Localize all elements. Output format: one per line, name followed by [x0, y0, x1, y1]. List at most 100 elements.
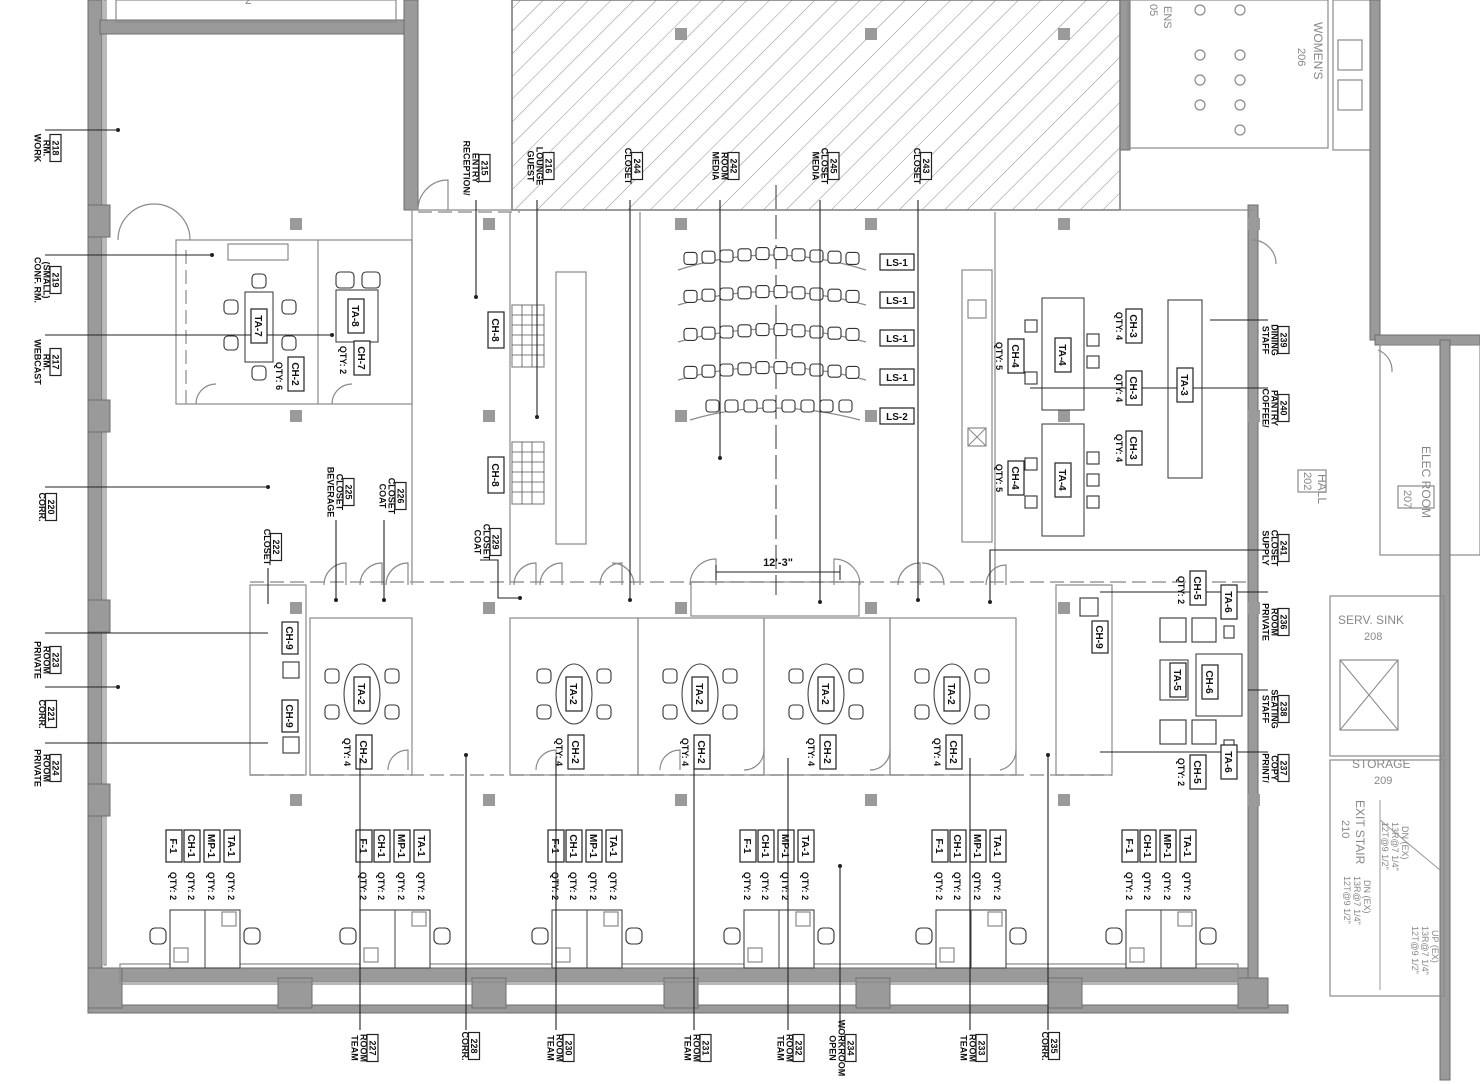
svg-text:CH-5: CH-5 [1191, 760, 1202, 784]
svg-text:CLOSET: CLOSET [912, 148, 922, 185]
svg-text:CORR.: CORR. [37, 700, 47, 729]
svg-text:GUEST: GUEST [526, 150, 536, 182]
tag-ch1-qty-6: QTY: 2 [1142, 872, 1152, 900]
dimension-label: 12'-3" [763, 557, 793, 569]
svg-text:COAT: COAT [378, 484, 388, 509]
tag-ls1-d: LS-1 [879, 368, 915, 386]
svg-text:226: 226 [396, 488, 406, 503]
tag-ch8-a: CH-8 [487, 311, 505, 349]
tag-ch2-conf: CH-2 [287, 356, 305, 392]
tag-ta7: TA-7 [250, 308, 268, 344]
tag-ch4-b-qty: QTY: 5 [994, 464, 1004, 492]
svg-text:RM.: RM. [42, 354, 52, 371]
media-chair [809, 363, 824, 377]
svg-text:QTY: 2: QTY: 2 [972, 872, 982, 900]
label-dn: DN (EX) [1400, 826, 1410, 860]
media-chair [762, 399, 777, 413]
svg-text:PRIVATE: PRIVATE [1261, 603, 1271, 641]
desk-cluster-6 [1105, 909, 1217, 969]
tag-f1-qty-3: QTY: 2 [550, 872, 560, 900]
tag-ta1-qty-5: QTY: 2 [992, 872, 1002, 900]
tag-ch5-a-qty: QTY: 2 [1176, 576, 1186, 604]
tag-ta2-1: TA-2 [353, 676, 371, 712]
svg-text:QTY: 2: QTY: 2 [760, 872, 770, 900]
svg-text:QTY: 2: QTY: 2 [992, 872, 1002, 900]
tag-ta1-6: TA-1 [1179, 829, 1197, 863]
tag-ch2-team-3: CH-2 [693, 734, 711, 770]
svg-text:233: 233 [977, 1040, 987, 1055]
context-labels: 2 ENS 05 WOMEN'S 206 HALL 202 ELEC ROOM … [245, 0, 1440, 975]
tag-ch5-b-qty: QTY: 2 [1176, 758, 1186, 786]
svg-text:WORK: WORK [33, 134, 43, 163]
media-chair [827, 288, 842, 302]
svg-text:ROOM: ROOM [42, 646, 52, 674]
svg-text:RECEPTION/: RECEPTION/ [462, 140, 472, 196]
svg-text:CONF. RM.: CONF. RM. [33, 257, 43, 303]
svg-text:228: 228 [469, 1038, 479, 1053]
tag-ch5-b: CH-5 [1189, 754, 1207, 790]
svg-text:PRIVATE: PRIVATE [33, 749, 43, 787]
svg-text:227: 227 [368, 1040, 378, 1055]
room-tag-c228: CORR.228 [460, 1032, 481, 1061]
label-storage-no: 209 [1374, 775, 1392, 787]
media-chair [755, 361, 770, 375]
team-chair [722, 704, 738, 720]
tag-ch4-a: CH-4 [1007, 338, 1025, 374]
svg-text:CLOSET: CLOSET [1270, 530, 1280, 567]
svg-text:TA-1: TA-1 [1181, 835, 1192, 857]
svg-text:TA-2: TA-2 [693, 683, 704, 705]
hatched-area [511, 0, 1121, 211]
svg-text:QTY: 2: QTY: 2 [1162, 872, 1172, 900]
svg-text:COFFEE/: COFFEE/ [1261, 388, 1271, 428]
media-chair [773, 361, 788, 375]
svg-text:CH-1: CH-1 [951, 834, 962, 858]
svg-text:MEDIA: MEDIA [811, 152, 821, 182]
label-mens-frag: ENS [1161, 6, 1173, 29]
media-chair [845, 327, 860, 341]
svg-text:QTY: 2: QTY: 2 [800, 872, 810, 900]
svg-text:STAFF: STAFF [1261, 326, 1271, 355]
svg-text:(SMALL): (SMALL) [42, 262, 52, 299]
tag-ta8: TA-8 [347, 298, 365, 334]
svg-text:QTY: 5: QTY: 5 [994, 464, 1004, 492]
desk-cluster-4 [723, 909, 835, 969]
team-chair [788, 704, 804, 720]
svg-text:QTY: 2: QTY: 2 [358, 872, 368, 900]
tag-ta1-qty-4: QTY: 2 [800, 872, 810, 900]
svg-text:CH-1: CH-1 [1141, 834, 1152, 858]
svg-text:218: 218 [51, 140, 61, 155]
label-serv: SERV. SINK [1338, 613, 1404, 627]
tag-ch1-qty-2: QTY: 2 [376, 872, 386, 900]
svg-text:QTY: 4: QTY: 4 [554, 738, 564, 766]
svg-text:234: 234 [846, 1040, 856, 1055]
tag-ta6-a: TA-6 [1220, 584, 1238, 620]
team-chair [914, 704, 930, 720]
svg-text:232: 232 [794, 1040, 804, 1055]
tag-ta1-3: TA-1 [605, 829, 623, 863]
media-chair [719, 287, 734, 301]
media-chair [737, 286, 752, 300]
svg-text:SEATING: SEATING [1270, 689, 1280, 728]
svg-text:ROOM: ROOM [359, 1034, 369, 1062]
svg-text:225: 225 [344, 484, 354, 499]
team-chair [662, 668, 678, 684]
team-chair [324, 668, 340, 684]
tag-ch2-team-2: CH-2 [567, 734, 585, 770]
tag-ta2-4: TA-2 [817, 676, 835, 712]
team-chair [662, 704, 678, 720]
svg-text:QTY: 2: QTY: 2 [1124, 872, 1134, 900]
media-chair [791, 362, 806, 376]
svg-text:QTY: 2: QTY: 2 [396, 872, 406, 900]
svg-text:QTY: 5: QTY: 5 [994, 342, 1004, 370]
tag-ch1-2: CH-1 [373, 829, 391, 863]
svg-text:ROOM: ROOM [968, 1034, 978, 1062]
tag-ta2-5: TA-2 [943, 676, 961, 712]
svg-text:TA-6: TA-6 [1222, 591, 1233, 613]
